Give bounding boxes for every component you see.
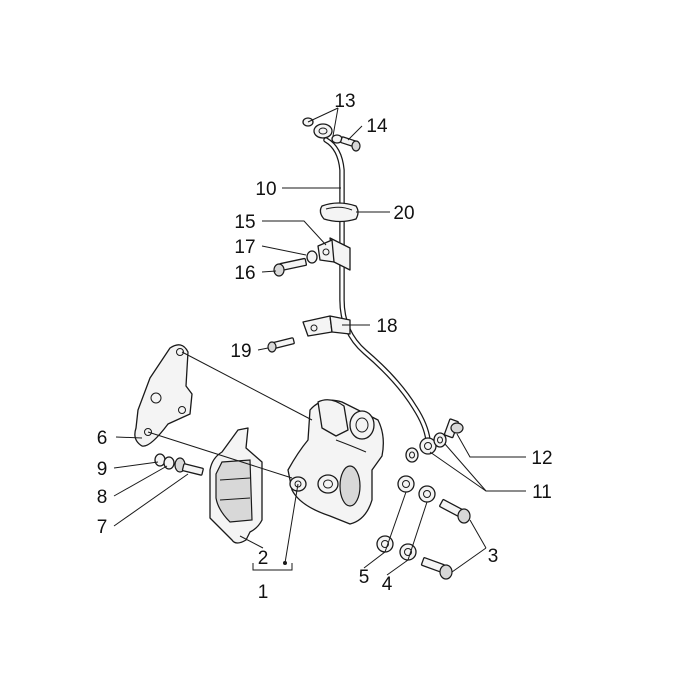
bolt-12 bbox=[443, 418, 464, 439]
washer-11 bbox=[405, 432, 447, 463]
hose-clip-20 bbox=[319, 202, 359, 223]
label-14: 14 bbox=[366, 116, 388, 137]
label-7: 7 bbox=[97, 517, 108, 538]
bolt-16 bbox=[273, 257, 308, 277]
label-18: 18 bbox=[376, 316, 397, 337]
hose-bracket-15 bbox=[317, 237, 351, 271]
washer-5 bbox=[376, 475, 415, 553]
label-10: 10 bbox=[255, 179, 276, 200]
label-1: 1 bbox=[258, 582, 269, 603]
part-number-labels: 1 2 3 4 5 6 7 8 9 10 11 12 13 14 15 16 1… bbox=[97, 91, 553, 603]
label-2: 2 bbox=[258, 548, 269, 569]
bolt-3 bbox=[420, 499, 471, 580]
label-6: 6 bbox=[97, 428, 108, 449]
label-5: 5 bbox=[359, 567, 370, 588]
upper-banjo-fitting bbox=[313, 123, 333, 139]
label-11: 11 bbox=[532, 482, 552, 503]
brake-pad-set-2 bbox=[209, 427, 263, 544]
label-15: 15 bbox=[234, 212, 255, 233]
leader-lines bbox=[113, 107, 526, 576]
label-4: 4 bbox=[382, 574, 393, 595]
bolt-14 bbox=[340, 136, 361, 152]
brake-hose bbox=[323, 137, 431, 443]
brake-caliper-body bbox=[287, 399, 384, 525]
washer-13 bbox=[302, 117, 343, 144]
label-13: 13 bbox=[334, 91, 355, 112]
caliper-support-plate-6 bbox=[134, 344, 193, 447]
hose-bracket-18 bbox=[302, 315, 351, 337]
washer-17 bbox=[306, 250, 318, 264]
washer-4 bbox=[399, 485, 436, 561]
label-9: 9 bbox=[97, 459, 108, 480]
label-17: 17 bbox=[234, 237, 255, 258]
label-19: 19 bbox=[230, 341, 251, 362]
label-12: 12 bbox=[531, 448, 552, 469]
bolt-19 bbox=[267, 337, 295, 353]
label-20: 20 bbox=[393, 203, 414, 224]
bolt-7 bbox=[174, 457, 204, 476]
label-8: 8 bbox=[97, 487, 108, 508]
label-3: 3 bbox=[488, 546, 499, 567]
label-16: 16 bbox=[234, 263, 255, 284]
